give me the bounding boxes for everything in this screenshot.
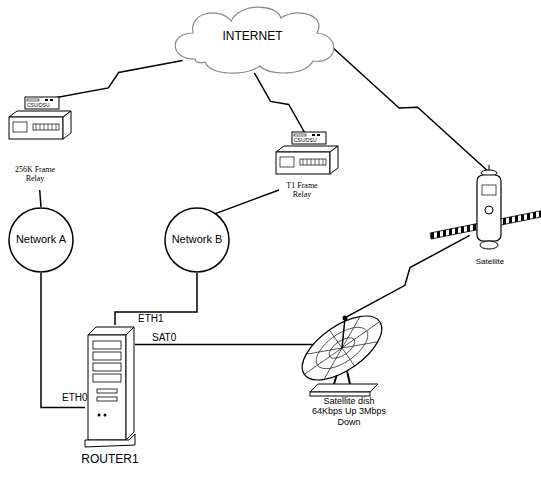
frame-relay-device: [272, 130, 340, 225]
network-link: [41, 273, 85, 408]
internet-cloud: INTERNET: [165, 3, 340, 75]
network-link: [135, 344, 330, 346]
router-node: ROUTER1: [85, 325, 135, 470]
node-label: Network B: [164, 233, 230, 246]
satellite-dish-node: Satellite dish 64Kbps Up 3Mbps Down: [290, 300, 410, 435]
node-label: 256K Frame Relay: [9, 165, 61, 183]
network-link: [216, 190, 280, 214]
wireless-link: [330, 45, 488, 171]
node-label: Satellite dish 64Kbps Up 3Mbps Down: [310, 396, 388, 427]
node-label: ROUTER1: [70, 453, 150, 467]
node-label: Network A: [8, 233, 74, 246]
node-label: Satellite: [455, 257, 525, 266]
node-label: T1 Frame Relay: [280, 181, 324, 199]
network-link: [115, 273, 197, 325]
interface-label: ETH1: [138, 314, 164, 324]
device-label: CSU/DSU: [294, 138, 317, 143]
interface-label: ETH0: [62, 393, 88, 403]
network-node: Network B: [164, 207, 230, 273]
network-node: Network A: [8, 207, 74, 273]
wireless-link: [345, 235, 470, 317]
interface-label: SAT0: [152, 333, 176, 343]
device-label: CSU/DSU: [27, 103, 50, 108]
wireless-link: [44, 61, 182, 100]
node-label: INTERNET: [165, 30, 340, 44]
network-link: [40, 190, 41, 207]
router-tower: [85, 325, 135, 470]
satellite-node: Satellite: [455, 165, 525, 275]
frame-relay-router: 256K Frame Relay: [5, 95, 73, 190]
wireless-link: [254, 73, 305, 133]
